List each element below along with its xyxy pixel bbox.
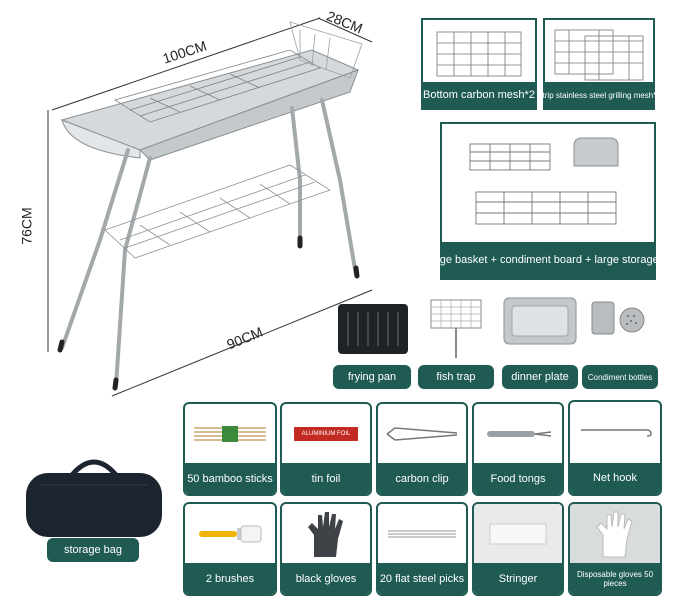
flat-steel-picks-label: 20 flat steel picks: [378, 563, 466, 594]
stringer-icon: [489, 523, 547, 545]
black-gloves-tile: black gloves: [280, 502, 372, 596]
storage-accessories-card: Storage basket + condiment board + large…: [413, 122, 679, 280]
food-tongs-label: Food tongs: [474, 463, 562, 494]
tin-foil-icon: ALUMINIUM FOIL: [294, 426, 358, 441]
brush-icon: [199, 525, 262, 543]
grill-illustration: [47, 17, 373, 397]
fish-trap-label: fish trap: [418, 365, 494, 389]
tin-foil-tile: ALUMINIUM FOIL tin foil: [280, 402, 372, 496]
disposable-glove-icon: [596, 511, 633, 558]
grill-legs: [60, 98, 358, 388]
grilling-mesh-label: Strip stainless steel grilling mesh*2: [537, 82, 661, 108]
disposable-gloves-tile: Disposable gloves 50 pieces: [568, 502, 662, 596]
storage-accessories-image: [469, 137, 619, 225]
grill-mesh: [114, 49, 321, 123]
carbon-mesh-label: Bottom carbon mesh*2: [423, 82, 535, 108]
dinner-plate-label: dinner plate: [502, 365, 578, 389]
carbon-clip-icon: [386, 426, 458, 441]
bamboo-sticks-icon: [194, 425, 266, 442]
frying-pan-label: frying pan: [333, 365, 411, 389]
stringer-tile: Stringer: [472, 502, 564, 596]
storage-accessories-label: Storage basket + condiment board + large…: [413, 242, 679, 278]
tin-foil-label: tin foil: [282, 463, 370, 494]
condiment-bottles-image: [591, 301, 645, 335]
flat-steel-picks-tile: 20 flat steel picks: [376, 502, 468, 596]
dimension-height: 76CM: [18, 207, 35, 245]
bamboo-sticks-tile: 50 bamboo sticks: [183, 402, 277, 496]
steel-picks-icon: [388, 530, 456, 538]
brushes-tile: 2 brushes: [183, 502, 277, 596]
storage-rack: [104, 164, 331, 259]
fish-trap-image: [430, 299, 482, 358]
food-tongs-tile: Food tongs: [472, 402, 564, 496]
food-tongs-icon: [487, 430, 552, 437]
disposable-gloves-label: Disposable gloves 50 pieces: [570, 563, 660, 594]
brushes-label: 2 brushes: [185, 563, 275, 594]
black-gloves-label: black gloves: [282, 563, 370, 594]
grilling-mesh-image: [554, 29, 644, 81]
condiment-bottles-label: Condiment bottles: [582, 365, 658, 389]
stringer-label: Stringer: [474, 563, 562, 594]
net-hook-tile: Net hook: [568, 400, 662, 496]
dimension-lines: [47, 17, 373, 397]
carbon-mesh-card: Bottom carbon mesh*2: [421, 18, 537, 110]
frying-pan-image: [338, 304, 408, 354]
net-hook-label: Net hook: [570, 462, 660, 494]
carbon-clip-label: carbon clip: [378, 463, 466, 494]
grilling-mesh-card: Strip stainless steel grilling mesh*2: [537, 18, 661, 110]
net-hook-icon: [581, 429, 652, 438]
carbon-clip-tile: carbon clip: [376, 402, 468, 496]
storage-bag-image: [26, 459, 162, 537]
dinner-plate-image: [503, 297, 577, 345]
bamboo-sticks-label: 50 bamboo sticks: [185, 463, 275, 494]
glove-icon: [308, 511, 343, 557]
carbon-mesh-image: [436, 31, 522, 77]
storage-bag-label: storage bag: [47, 538, 139, 562]
